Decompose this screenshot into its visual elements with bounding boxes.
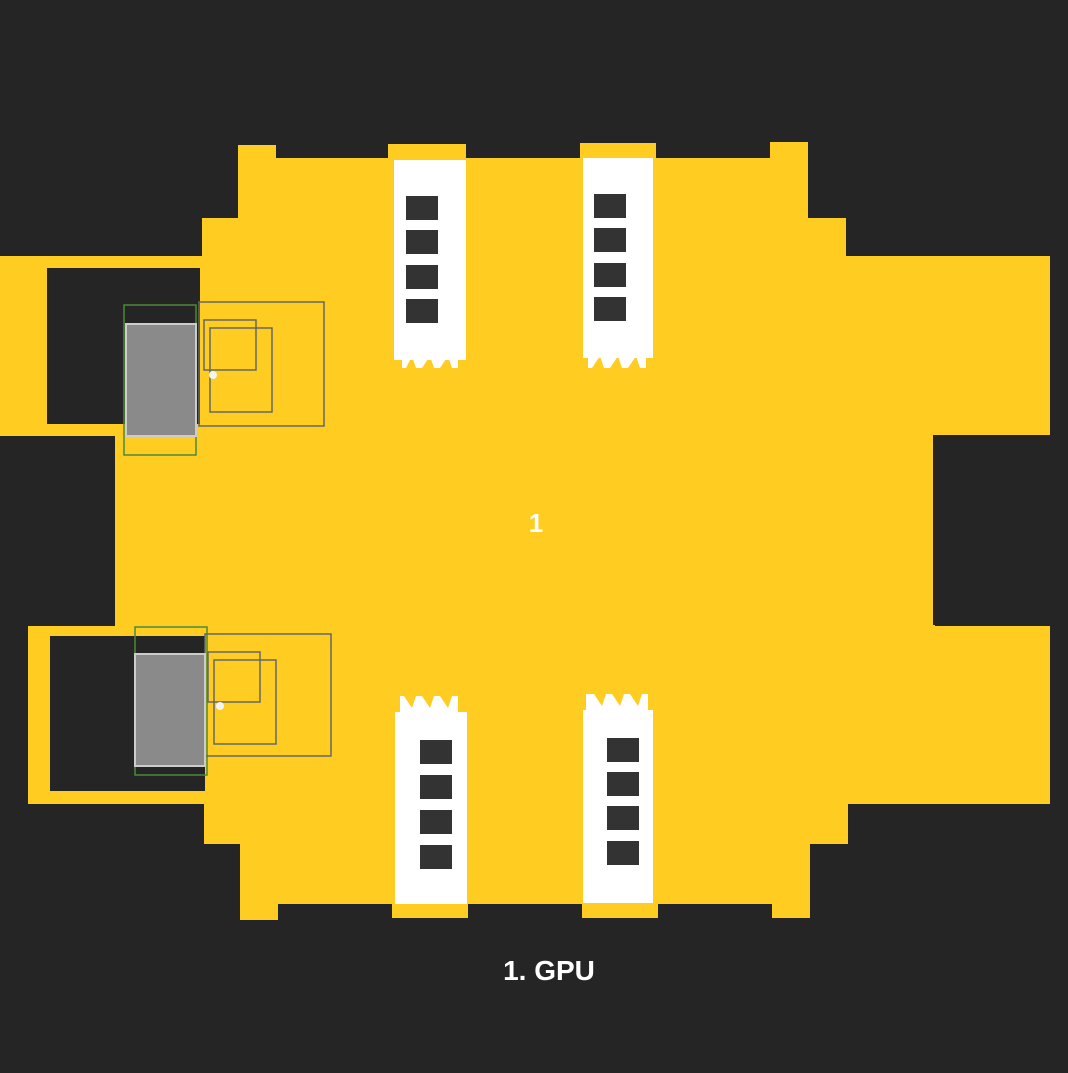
cooling-unit-top-clearance-mid	[209, 327, 273, 413]
server-unit	[406, 230, 438, 254]
rack-1-body	[394, 160, 466, 360]
rack-2-servers	[594, 194, 626, 321]
rack-1-servers	[406, 196, 438, 323]
rack-4-servers	[607, 738, 639, 865]
zone-top-band	[238, 158, 808, 223]
zone-lower-band	[204, 798, 848, 844]
cooling-unit-bottom-body	[134, 653, 206, 767]
server-unit	[594, 297, 626, 321]
cooling-unit-bottom-clearance-mid	[213, 659, 277, 745]
zone-bottom-band	[240, 840, 810, 904]
server-unit	[594, 263, 626, 287]
zone-notch-bottom-right	[772, 896, 810, 918]
zone-caption: 1. GPU	[503, 955, 595, 986]
cooling-unit-bottom-clearance-inner	[207, 651, 261, 703]
server-unit	[406, 196, 438, 220]
cooling-unit-top-clearance-inner	[203, 319, 257, 371]
server-unit	[420, 740, 452, 764]
server-unit	[406, 299, 438, 323]
rack-2-body	[583, 158, 653, 358]
server-unit	[594, 194, 626, 218]
server-unit	[607, 806, 639, 830]
rack-3-vents	[400, 696, 458, 716]
cooling-unit-bottom[interactable]	[134, 626, 332, 776]
server-unit	[420, 810, 452, 834]
server-unit	[420, 845, 452, 869]
cooling-unit-bottom-sensor	[216, 702, 224, 710]
zone-number-label: 1	[528, 508, 544, 538]
cooling-unit-top-clearance	[198, 301, 325, 427]
server-unit	[420, 775, 452, 799]
server-unit	[406, 265, 438, 289]
rack-4[interactable]	[583, 694, 653, 903]
rack-1[interactable]	[394, 160, 466, 368]
cooling-unit-top[interactable]	[123, 301, 325, 456]
server-unit	[607, 841, 639, 865]
zone-notch-bottom-left	[240, 898, 278, 920]
zone-upper-band	[202, 218, 846, 258]
server-unit	[607, 772, 639, 796]
cooling-unit-top-body	[125, 323, 197, 437]
server-unit	[607, 738, 639, 762]
rack-2[interactable]	[583, 158, 653, 368]
zone-central-band	[115, 430, 935, 630]
zone-cutout-right	[933, 435, 1068, 625]
server-unit	[594, 228, 626, 252]
cooling-unit-top-sensor	[209, 371, 217, 379]
rack-2-vents	[588, 352, 646, 368]
rack-4-vents	[586, 694, 648, 714]
rack-3-servers	[420, 740, 452, 869]
rack-3[interactable]	[395, 696, 467, 904]
rack-1-vents	[402, 352, 458, 368]
